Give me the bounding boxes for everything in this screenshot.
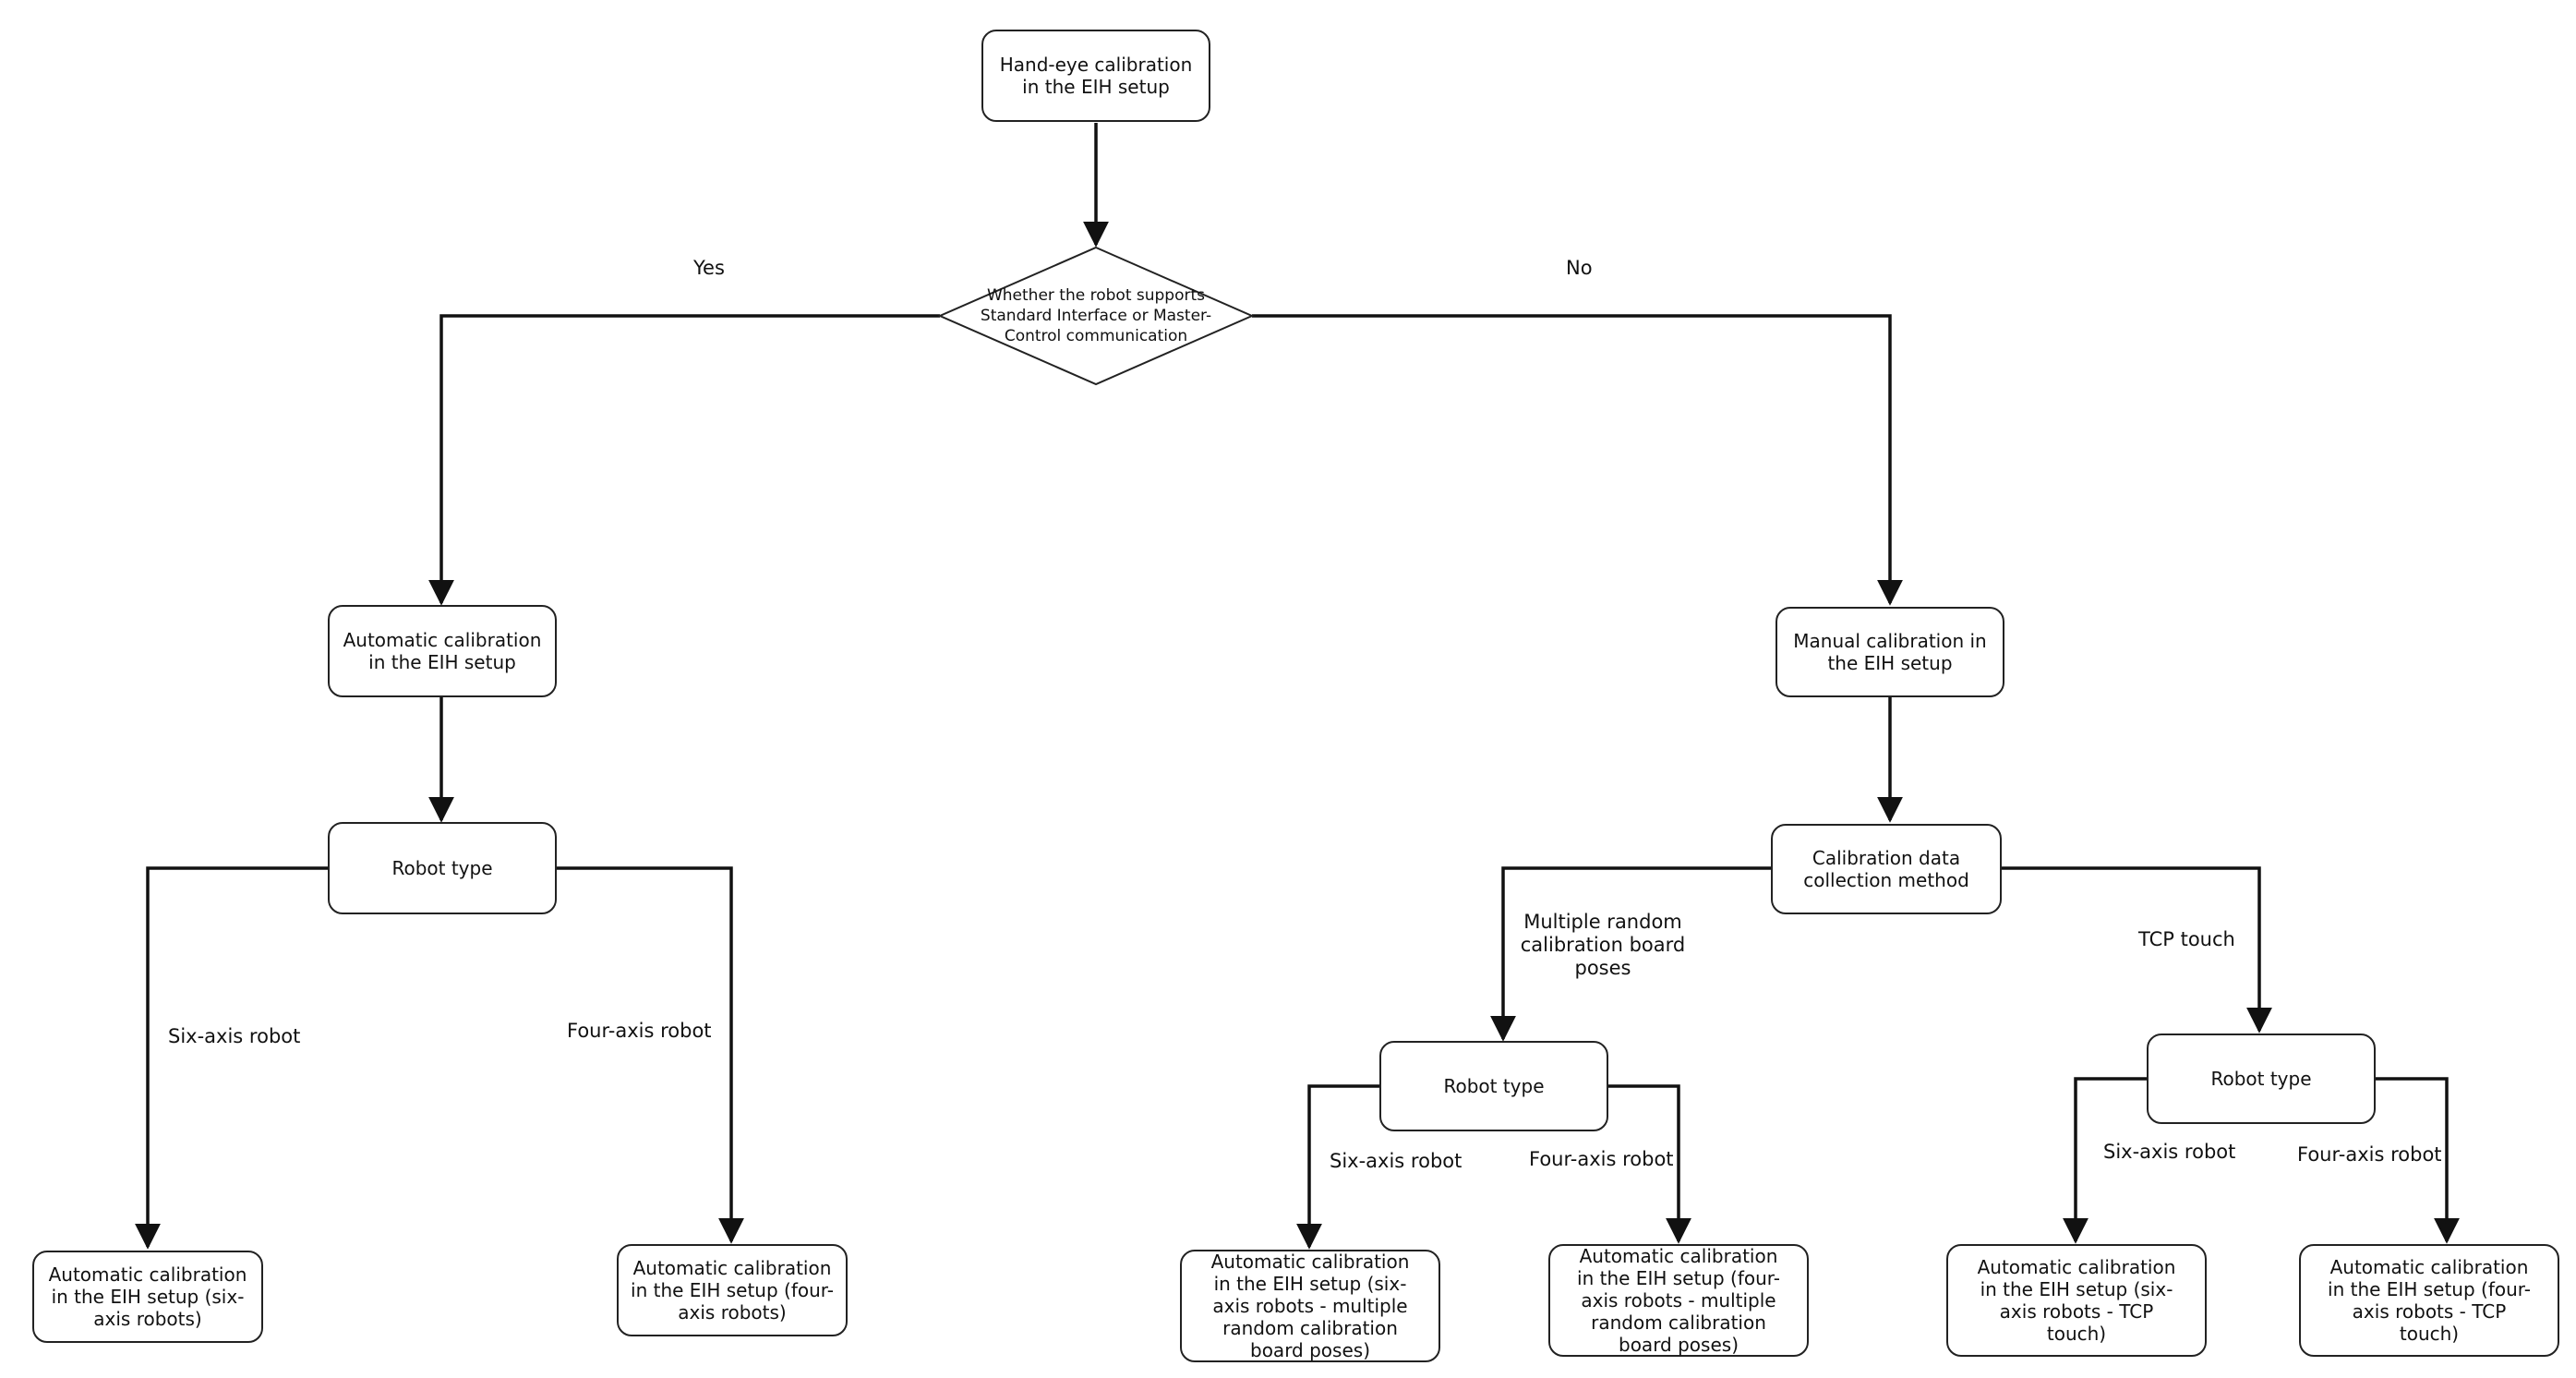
decision-diamond	[937, 246, 1255, 386]
auto-six-axis-node: Automatic calibration in the EIH setup (…	[32, 1251, 263, 1343]
robot-type-right-node: Robot type	[2147, 1034, 2376, 1124]
edge-label-four-axis-left: Four-axis robot	[567, 1020, 712, 1042]
edge-right-four	[2376, 1077, 2460, 1244]
edge-collection-multi	[1490, 866, 1771, 1042]
edge-yes	[428, 314, 940, 606]
decision-node-text: Whether the robot supports Standard Inte…	[980, 286, 1212, 345]
robot-type-mid-node: Robot type	[1379, 1041, 1608, 1131]
edge-label-multiple-poses: Multiple random calibration board poses	[1520, 911, 1686, 979]
collection-method-node: Calibration data collection method	[1771, 824, 2002, 914]
multi-six-axis-node: Automatic calibration in the EIH setup (…	[1180, 1250, 1440, 1362]
tcp-four-axis-node: Automatic calibration in the EIH setup (…	[2299, 1244, 2559, 1357]
multi-four-axis-node: Automatic calibration in the EIH setup (…	[1548, 1244, 1809, 1357]
edge-label-four-axis-mid: Four-axis robot	[1529, 1148, 1674, 1170]
auto-four-axis-node: Automatic calibration in the EIH setup (…	[617, 1244, 848, 1336]
edge-label-six-axis-right: Six-axis robot	[2103, 1141, 2236, 1163]
edge-collection-tcp	[2002, 866, 2272, 1034]
edge-left-six	[135, 866, 328, 1250]
edge-no	[1252, 314, 1903, 606]
edge-label-no: No	[1566, 257, 1593, 279]
root-node: Hand-eye calibration in the EIH setup	[981, 30, 1210, 122]
auto-calibration-node: Automatic calibration in the EIH setup	[328, 605, 557, 697]
edge-right-six	[2063, 1077, 2147, 1244]
manual-calibration-node: Manual calibration in the EIH setup	[1776, 607, 2004, 697]
edge-label-yes: Yes	[693, 257, 725, 279]
tcp-six-axis-node: Automatic calibration in the EIH setup (…	[1946, 1244, 2207, 1357]
edge-mid-four	[1608, 1084, 1691, 1244]
edge-label-six-axis-left: Six-axis robot	[168, 1025, 301, 1047]
robot-type-left-node: Robot type	[328, 822, 557, 914]
edge-label-four-axis-right: Four-axis robot	[2297, 1143, 2442, 1166]
edge-label-tcp-touch: TCP touch	[2138, 928, 2235, 950]
edge-left-four	[557, 866, 744, 1244]
edge-label-six-axis-mid: Six-axis robot	[1330, 1150, 1463, 1172]
edge-mid-six	[1296, 1084, 1379, 1250]
